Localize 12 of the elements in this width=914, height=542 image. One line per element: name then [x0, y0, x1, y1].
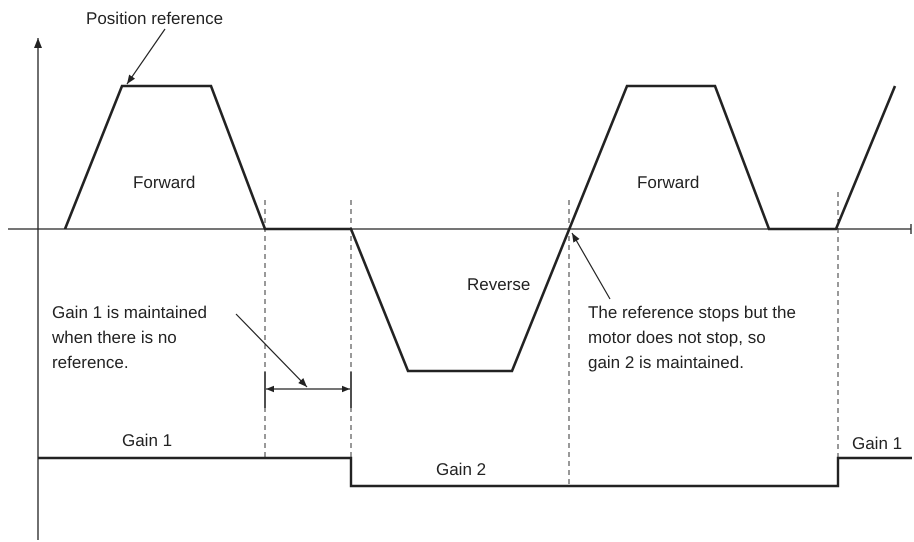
leader-line	[236, 314, 308, 388]
callout-text: Gain 1 is maintained when there is no reference.	[52, 300, 234, 375]
leader-line	[126, 28, 166, 84]
region-label: Forward	[133, 172, 196, 194]
callout-text: Position reference	[86, 6, 236, 31]
region-label: Forward	[637, 172, 700, 194]
region-label: Gain 2	[436, 459, 486, 481]
leader-line	[571, 232, 611, 300]
callout-text: The reference stops but the motor does not stop, so gain 2 is maintained.	[588, 300, 798, 375]
region-label: Gain 1	[122, 430, 172, 452]
region-label: Reverse	[467, 274, 530, 296]
region-label: Gain 1	[852, 433, 902, 455]
